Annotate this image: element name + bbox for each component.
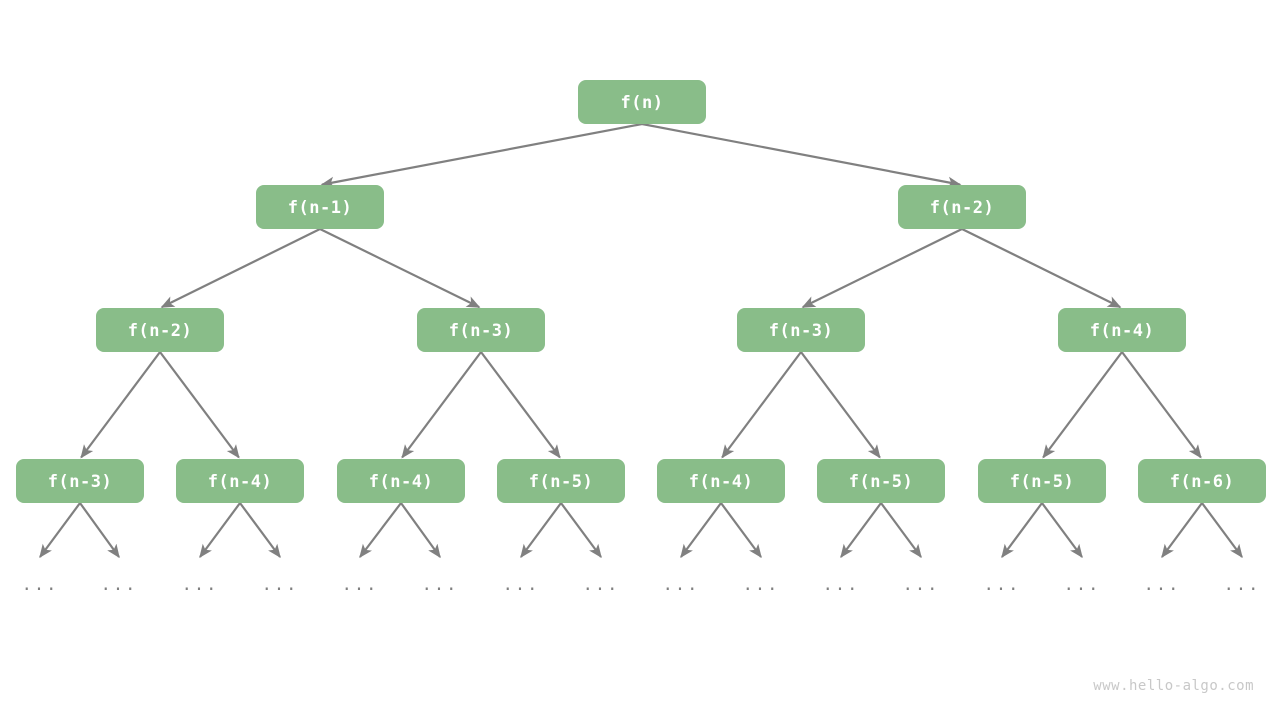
leaf-edge [720, 502, 762, 559]
leaf-edge [680, 502, 722, 559]
leaf-edge [199, 502, 241, 559]
node-label: f(n-2) [128, 321, 192, 341]
node-label: f(n-2) [930, 198, 994, 218]
node-label: f(n-4) [208, 472, 272, 492]
tree-edge [721, 351, 802, 459]
leaf-edge [1041, 502, 1083, 559]
ellipsis-marker: ... [583, 575, 620, 595]
node-label: f(n-6) [1170, 472, 1234, 492]
node-label: f(n-4) [689, 472, 753, 492]
leaf-edge [79, 502, 120, 559]
tree-edge [800, 351, 881, 459]
tree-node[interactable]: f(n-3) [737, 308, 865, 352]
ellipsis-layer: ........................................… [22, 575, 1261, 595]
tree-edge [641, 122, 962, 188]
node-box [497, 459, 625, 503]
ellipsis-marker: ... [663, 575, 700, 595]
leaf-edge [1001, 502, 1043, 559]
node-box [16, 459, 144, 503]
tree-node[interactable]: f(n-1) [256, 185, 384, 229]
node-label: f(n) [621, 93, 664, 113]
tree-edge [1121, 351, 1202, 459]
node-box [417, 308, 545, 352]
nodes-layer: f(n) f(n-1) f(n-2) f(n-2) f(n-3) f(n-3) f(n-4)… [16, 80, 1266, 503]
tree-node[interactable]: f(n-5) [817, 459, 945, 503]
leaf-edge [1161, 502, 1203, 559]
tree-node[interactable]: f(n-2) [96, 308, 224, 352]
ellipsis-marker: ... [262, 575, 299, 595]
tree-edge [801, 228, 963, 309]
leaf-edge [359, 502, 402, 559]
node-box [898, 185, 1026, 229]
tree-edge [1042, 351, 1123, 459]
node-box [978, 459, 1106, 503]
tree-edge [480, 351, 561, 459]
tree-edge [319, 228, 481, 309]
tree-edge [160, 228, 321, 309]
node-box [176, 459, 304, 503]
node-box [657, 459, 785, 503]
node-label: f(n-5) [849, 472, 913, 492]
node-label: f(n-4) [1090, 321, 1154, 341]
tree-node[interactable]: f(n-6) [1138, 459, 1266, 503]
node-label: f(n-3) [48, 472, 112, 492]
leaf-edge [560, 502, 602, 559]
leaf-edges-layer [39, 502, 1243, 559]
leaf-edge [39, 502, 81, 559]
node-label: f(n-5) [529, 472, 593, 492]
node-label: f(n-3) [769, 321, 833, 341]
ellipsis-marker: ... [1224, 575, 1261, 595]
ellipsis-marker: ... [503, 575, 540, 595]
ellipsis-marker: ... [903, 575, 940, 595]
ellipsis-marker: ... [743, 575, 780, 595]
node-label: f(n-3) [449, 321, 513, 341]
node-box [1058, 308, 1186, 352]
leaf-edge [520, 502, 562, 559]
node-label: f(n-5) [1010, 472, 1074, 492]
leaf-edge [239, 502, 281, 559]
node-box [96, 308, 224, 352]
ellipsis-marker: ... [1064, 575, 1101, 595]
tree-node[interactable]: f(n-3) [417, 308, 545, 352]
leaf-edge [1201, 502, 1243, 559]
tree-node[interactable]: f(n-4) [1058, 308, 1186, 352]
tree-node[interactable]: f(n-4) [176, 459, 304, 503]
leaf-edge [880, 502, 922, 559]
ellipsis-marker: ... [101, 575, 138, 595]
tree-node[interactable]: f(n-3) [16, 459, 144, 503]
tree-node[interactable]: f(n-5) [497, 459, 625, 503]
watermark: www.hello-algo.com [1093, 678, 1254, 694]
ellipsis-marker: ... [22, 575, 59, 595]
node-box [256, 185, 384, 229]
tree-edge [961, 228, 1122, 309]
node-box [817, 459, 945, 503]
tree-node[interactable]: f(n-2) [898, 185, 1026, 229]
tree-node[interactable]: f(n) [578, 80, 706, 124]
tree-edge [401, 351, 482, 459]
ellipsis-marker: ... [1144, 575, 1181, 595]
node-box [737, 308, 865, 352]
ellipsis-marker: ... [342, 575, 379, 595]
ellipsis-marker: ... [823, 575, 860, 595]
node-box [578, 80, 706, 124]
node-label: f(n-1) [288, 198, 352, 218]
tree-node[interactable]: f(n-4) [657, 459, 785, 503]
tree-edge [80, 351, 161, 459]
tree-edge [320, 122, 643, 188]
node-box [337, 459, 465, 503]
tree-node[interactable]: f(n-5) [978, 459, 1106, 503]
ellipsis-marker: ... [182, 575, 219, 595]
tree-node[interactable]: f(n-4) [337, 459, 465, 503]
tree-edge [159, 351, 240, 459]
leaf-edge [840, 502, 882, 559]
leaf-edge [400, 502, 441, 559]
node-label: f(n-4) [369, 472, 433, 492]
node-box [1138, 459, 1266, 503]
ellipsis-marker: ... [422, 575, 459, 595]
ellipsis-marker: ... [984, 575, 1021, 595]
edges-layer [80, 122, 1202, 459]
